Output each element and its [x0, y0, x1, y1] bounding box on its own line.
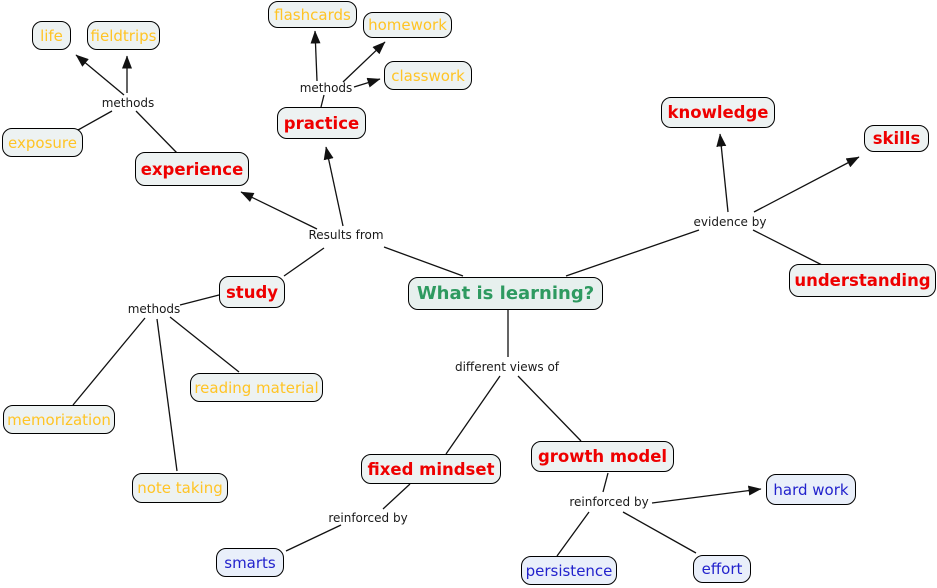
node-persistence[interactable]: persistence: [521, 556, 617, 585]
link-reinforced-effort: [622, 511, 697, 554]
link-results-experience: [240, 191, 318, 230]
link-label-methods-left[interactable]: methods: [127, 302, 181, 316]
node-knowledge[interactable]: knowledge: [661, 97, 775, 128]
node-fieldtrips[interactable]: fieldtrips: [87, 21, 160, 50]
link-methods-flashcards: [310, 30, 321, 82]
link-fixed-reinforced: [382, 483, 411, 510]
node-hard-work[interactable]: hard work: [766, 474, 856, 505]
node-exposure[interactable]: exposure: [2, 128, 83, 157]
link-evidence-knowledge: [716, 133, 729, 213]
link-evidence-skills: [753, 156, 860, 213]
link-methods-memorization: [72, 317, 146, 406]
link-reinforced-persistence: [556, 511, 590, 557]
link-methods-classwork: [353, 77, 381, 88]
node-reading-material[interactable]: reading material: [190, 373, 323, 402]
link-methods-experience: [135, 110, 178, 154]
node-classwork[interactable]: classwork: [384, 61, 472, 90]
link-methods-study: [179, 294, 220, 306]
link-label-methods-top-left[interactable]: methods: [101, 96, 155, 110]
link-label-different-views-of[interactable]: different views of: [454, 360, 560, 374]
link-practice-methods: [320, 94, 325, 108]
node-note-taking[interactable]: note taking: [132, 473, 228, 503]
link-label-reinforced-by-left[interactable]: reinforced by: [328, 511, 408, 525]
link-views-growthmodel: [517, 375, 582, 442]
node-smarts[interactable]: smarts: [216, 548, 284, 577]
node-flashcards[interactable]: flashcards: [268, 1, 357, 28]
link-label-evidence-by[interactable]: evidence by: [693, 215, 767, 229]
node-effort[interactable]: effort: [693, 555, 751, 583]
link-growth-reinforced: [602, 472, 609, 493]
node-practice[interactable]: practice: [277, 107, 366, 139]
node-what-is-learning[interactable]: What is learning?: [408, 277, 603, 310]
link-methods-notetaking: [156, 318, 178, 472]
link-reinforced-hardwork: [651, 485, 762, 504]
node-memorization[interactable]: memorization: [3, 405, 115, 434]
link-methods-life: [75, 54, 125, 96]
node-skills[interactable]: skills: [864, 125, 929, 152]
node-homework[interactable]: homework: [363, 12, 452, 38]
link-methods-exposure: [77, 110, 113, 131]
link-results-practice: [323, 146, 344, 227]
link-views-fixedmindset: [445, 375, 501, 455]
link-root-results: [383, 246, 464, 277]
node-life[interactable]: life: [32, 21, 71, 50]
node-experience[interactable]: experience: [135, 152, 249, 186]
link-methods-homework: [342, 41, 386, 83]
link-methods-readingmaterial: [169, 316, 240, 373]
link-reinforced-smarts: [285, 524, 342, 552]
node-study[interactable]: study: [219, 276, 285, 308]
node-understanding[interactable]: understanding: [789, 264, 936, 297]
node-fixed-mindset[interactable]: fixed mindset: [361, 454, 501, 484]
link-study-results: [283, 247, 325, 277]
link-evidence-understanding: [752, 229, 823, 266]
link-label-reinforced-by-right[interactable]: reinforced by: [569, 495, 649, 509]
link-label-results-from[interactable]: Results from: [308, 228, 384, 242]
link-root-evidence: [565, 229, 700, 277]
link-label-methods-top-center[interactable]: methods: [299, 81, 353, 95]
node-growth-model[interactable]: growth model: [531, 441, 674, 472]
